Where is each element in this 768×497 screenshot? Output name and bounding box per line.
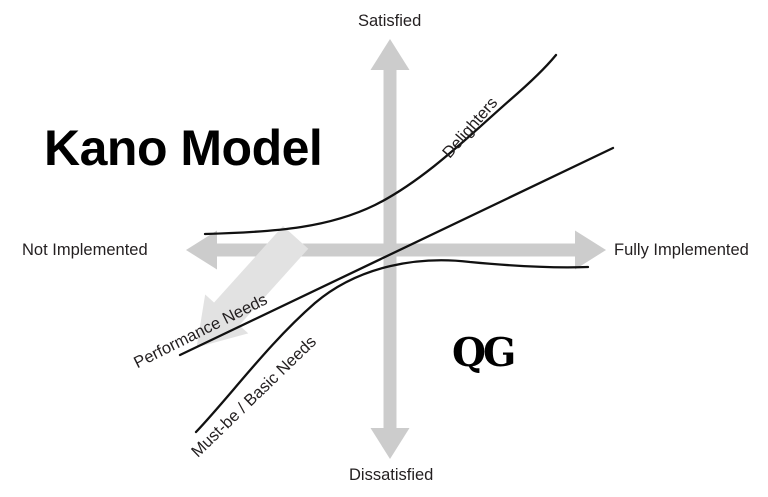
axis-arrowhead-up-icon — [370, 39, 410, 70]
axis-label-fully-implemented: Fully Implemented — [614, 241, 749, 259]
axis-label-satisfied: Satisfied — [358, 12, 422, 30]
qg-logo: QG — [452, 330, 516, 376]
curve-delighters — [203, 53, 558, 236]
diagonal-arrow-shaft — [212, 226, 309, 327]
curve-performance-needs — [178, 146, 615, 357]
horizontal-axis-shaft — [215, 243, 590, 257]
diagonal-arrow-head — [196, 294, 249, 348]
curve-must-be-basic-needs — [194, 259, 590, 434]
page-title: Kano Model — [44, 120, 323, 176]
axis-label-not-implemented: Not Implemented — [22, 241, 148, 259]
horizontal-axis — [186, 230, 606, 270]
axis-label-dissatisfied: Dissatisfied — [349, 466, 434, 484]
diagonal-trend-arrow-icon — [196, 226, 309, 348]
axis-arrowhead-right-icon — [575, 230, 606, 270]
axis-arrowhead-down-icon — [370, 428, 410, 459]
axis-arrowhead-left-icon — [186, 230, 217, 270]
